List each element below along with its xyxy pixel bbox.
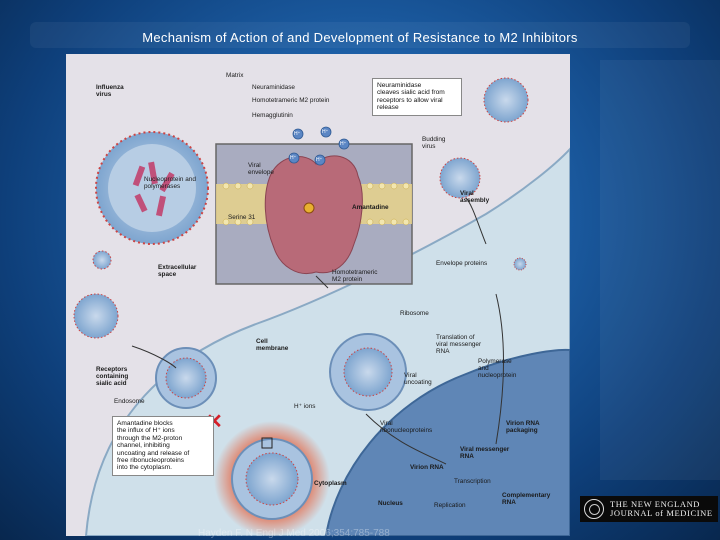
background-panel xyxy=(30,22,690,48)
label-translation: Translation of viral messenger RNA xyxy=(436,334,482,356)
h-ion-label: H⁺ xyxy=(290,155,297,161)
label-extracellular-space: Extracellular space xyxy=(158,264,197,279)
label-envelope-proteins: Envelope proteins xyxy=(436,260,488,267)
journal-seal-icon xyxy=(584,499,604,519)
virus-particle xyxy=(513,257,527,271)
label-nucleus: Nucleus xyxy=(378,500,403,507)
citation: Hayden F. N Engl J Med 2006;354:785-788 xyxy=(198,528,390,539)
arrow-assembly xyxy=(465,197,487,245)
label-homotetrameric-m2: Homotetrameric M2 protein xyxy=(252,97,330,104)
label-viral-ribonucleoproteins: Viral ribonucleoproteins xyxy=(380,420,433,435)
label-viral-assembly: Viral assembly xyxy=(460,190,490,205)
label-cell-membrane: Cell membrane xyxy=(256,338,289,353)
label-neuraminidase: Neuraminidase xyxy=(252,84,295,91)
h-ion-group xyxy=(288,126,350,166)
label-polymerase-nucleoprotein: Polymerase and nucleoprotein xyxy=(478,358,517,380)
amantadine-molecule xyxy=(303,202,315,214)
budding-virus xyxy=(439,157,481,199)
h-ion-label: H⁺ xyxy=(340,141,347,147)
label-viral-envelope: Viral envelope xyxy=(248,162,274,177)
label-cytoplasm: Cytoplasm xyxy=(314,480,347,487)
m2-channel-marker xyxy=(261,437,273,449)
arrow-inset-down xyxy=(315,275,329,289)
budding-virus xyxy=(483,77,529,123)
m2-protein xyxy=(264,155,363,274)
arrow-entry xyxy=(131,345,177,369)
h-ion-label: H⁺ xyxy=(316,157,323,163)
label-serine31: Serine 31 xyxy=(228,214,256,221)
label-matrix: Matrix xyxy=(226,72,244,79)
arrow-nuclear-import xyxy=(365,413,447,465)
background-decoration xyxy=(600,60,720,480)
mechanism-diagram: ✕ Matrix Influenza virus xyxy=(66,54,570,536)
label-receptors: Receptors containing sialic acid xyxy=(96,366,129,388)
label-endosome: Endosome xyxy=(114,398,145,405)
label-viral-mrna: Viral messenger RNA xyxy=(460,446,510,461)
nucleus xyxy=(324,348,570,536)
arrow-export xyxy=(495,293,504,445)
label-hemagglutinin: Hemagglutinin xyxy=(252,112,293,119)
label-homotetrameric-m2-inset: Homotetrameric M2 protein xyxy=(332,269,378,284)
logo-line-2: JOURNAL of MEDICINE xyxy=(610,508,713,518)
virus-particle xyxy=(92,250,112,270)
label-amantadine: Amantadine xyxy=(352,204,389,211)
h-ion-label: H⁺ xyxy=(322,129,329,135)
amantadine-callout: Amantadine blocks the influx of H⁺ ions … xyxy=(112,416,214,476)
label-h-ions: H⁺ ions xyxy=(294,403,316,410)
h-ion-label: H⁺ xyxy=(294,131,301,137)
logo-line-1: THE NEW ENGLAND xyxy=(610,498,701,509)
label-viral-uncoating: Viral uncoating xyxy=(404,372,432,387)
label-complementary-rna: Complementary RNA xyxy=(502,492,551,507)
label-virion-rna-packaging: Virion RNA packaging xyxy=(506,420,540,435)
label-ribosome: Ribosome xyxy=(400,310,429,317)
label-budding-virus: Budding virus xyxy=(422,136,446,151)
label-nucleoprotein: Nucleoprotein and polymerases xyxy=(144,176,196,191)
label-influenza-virus: Influenza virus xyxy=(96,84,124,99)
nejm-logo: THE NEW ENGLAND JOURNAL of MEDICINE xyxy=(580,496,718,522)
label-replication: Replication xyxy=(434,502,466,509)
slide-title: Mechanism of Action of and Development o… xyxy=(142,30,578,45)
neuraminidase-callout: Neuraminidase cleaves sialic acid from r… xyxy=(372,78,462,116)
virus-particle xyxy=(73,293,119,339)
label-virion-rna: Virion RNA xyxy=(410,464,444,471)
label-transcription: Transcription xyxy=(454,478,491,485)
